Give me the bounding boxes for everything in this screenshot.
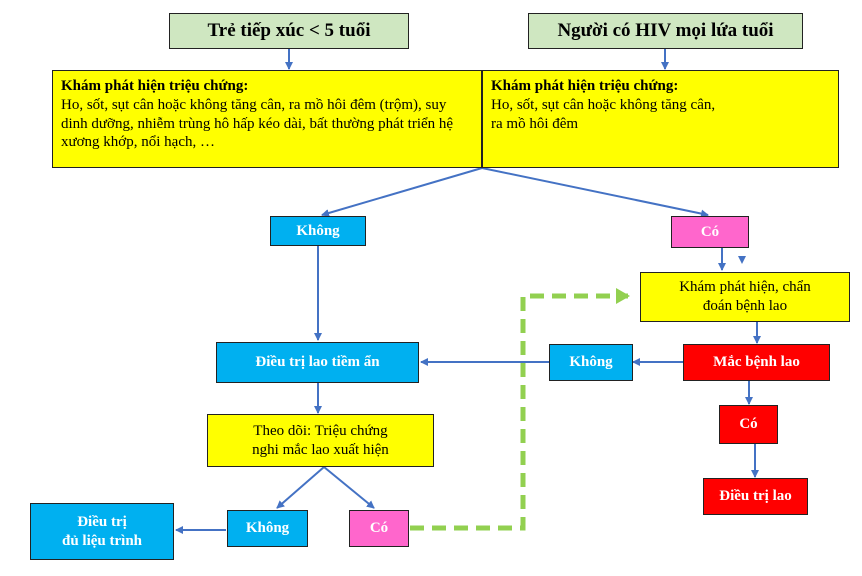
- box-no-symptoms: Không: [270, 216, 366, 246]
- box-has-tb-label: Mắc bệnh lao: [713, 354, 800, 371]
- box-tb-treatment-label: Điều trị lao: [719, 488, 792, 505]
- box-yes-tb-label: Có: [739, 416, 758, 433]
- box-yes-suspected: Có: [349, 510, 409, 547]
- box-no-suspected-label: Không: [245, 520, 290, 537]
- box-yes-tb: Có: [719, 405, 778, 444]
- box-monitor-symptoms: Theo dõi: Triệu chứng nghi mắc lao xuất …: [207, 414, 434, 467]
- full-course-line-2: đủ liệu trình: [61, 532, 143, 549]
- diagnose-line-2: đoán bệnh lao: [702, 298, 788, 314]
- monitor-line-1: Theo dõi: Triệu chứng: [253, 422, 388, 439]
- screening-hiv-heading: Khám phát hiện triệu chứng:: [491, 78, 679, 94]
- box-children-under-5-label: Trẻ tiếp xúc < 5 tuổi: [207, 20, 371, 42]
- box-yes-symptoms-label: Có: [700, 223, 720, 240]
- monitor-line-2: nghi mắc lao xuất hiện: [252, 441, 389, 458]
- box-screening-children: Khám phát hiện triệu chứng: Ho, sốt, sụt…: [52, 70, 482, 168]
- box-hiv-all-ages-label: Người có HIV mọi lứa tuổi: [557, 20, 774, 42]
- screening-children-text: Ho, sốt, sụt cân hoặc không tăng cân, ra…: [61, 96, 454, 151]
- box-full-course-treatment: Điều trị đủ liệu trình: [30, 503, 174, 560]
- arrow-monitor-to-yes-2: [323, 466, 375, 509]
- box-latent-tb-treatment-label: Điều trị lao tiềm ẩn: [255, 354, 380, 371]
- box-screening-hiv: Khám phát hiện triệu chứng: Ho, sốt, sụt…: [482, 70, 839, 168]
- box-yes-symptoms: Có: [671, 216, 749, 248]
- screening-children-heading: Khám phát hiện triệu chứng:: [61, 78, 249, 94]
- box-no-tb: Không: [549, 344, 633, 381]
- full-course-line-1: Điều trị: [77, 513, 127, 530]
- box-no-tb-label: Không: [569, 354, 613, 371]
- arrow-to-no-1: [321, 167, 483, 217]
- arrow-monitor-to-no-3: [276, 466, 325, 509]
- box-no-suspected: Không: [227, 510, 308, 547]
- box-hiv-all-ages: Người có HIV mọi lứa tuổi: [528, 13, 803, 49]
- box-diagnose-tb: Khám phát hiện, chẩn đoán bệnh lao: [640, 272, 850, 322]
- diagnose-line-1: Khám phát hiện, chẩn: [679, 279, 811, 296]
- screening-hiv-line-1: Ho, sốt, sụt cân hoặc không tăng cân,: [491, 96, 716, 113]
- dashed-arrow-yes-to-diagnose: [410, 288, 630, 531]
- box-children-under-5: Trẻ tiếp xúc < 5 tuổi: [169, 13, 409, 49]
- small-triangle-marker: [738, 256, 746, 264]
- box-no-symptoms-label: Không: [296, 222, 340, 239]
- arrow-to-yes-1: [481, 167, 709, 218]
- box-latent-tb-treatment: Điều trị lao tiềm ẩn: [216, 342, 419, 383]
- box-tb-treatment: Điều trị lao: [703, 478, 808, 515]
- box-yes-suspected-label: Có: [369, 520, 389, 537]
- box-has-tb: Mắc bệnh lao: [683, 344, 830, 381]
- screening-hiv-line-2: ra mồ hôi đêm: [491, 115, 579, 132]
